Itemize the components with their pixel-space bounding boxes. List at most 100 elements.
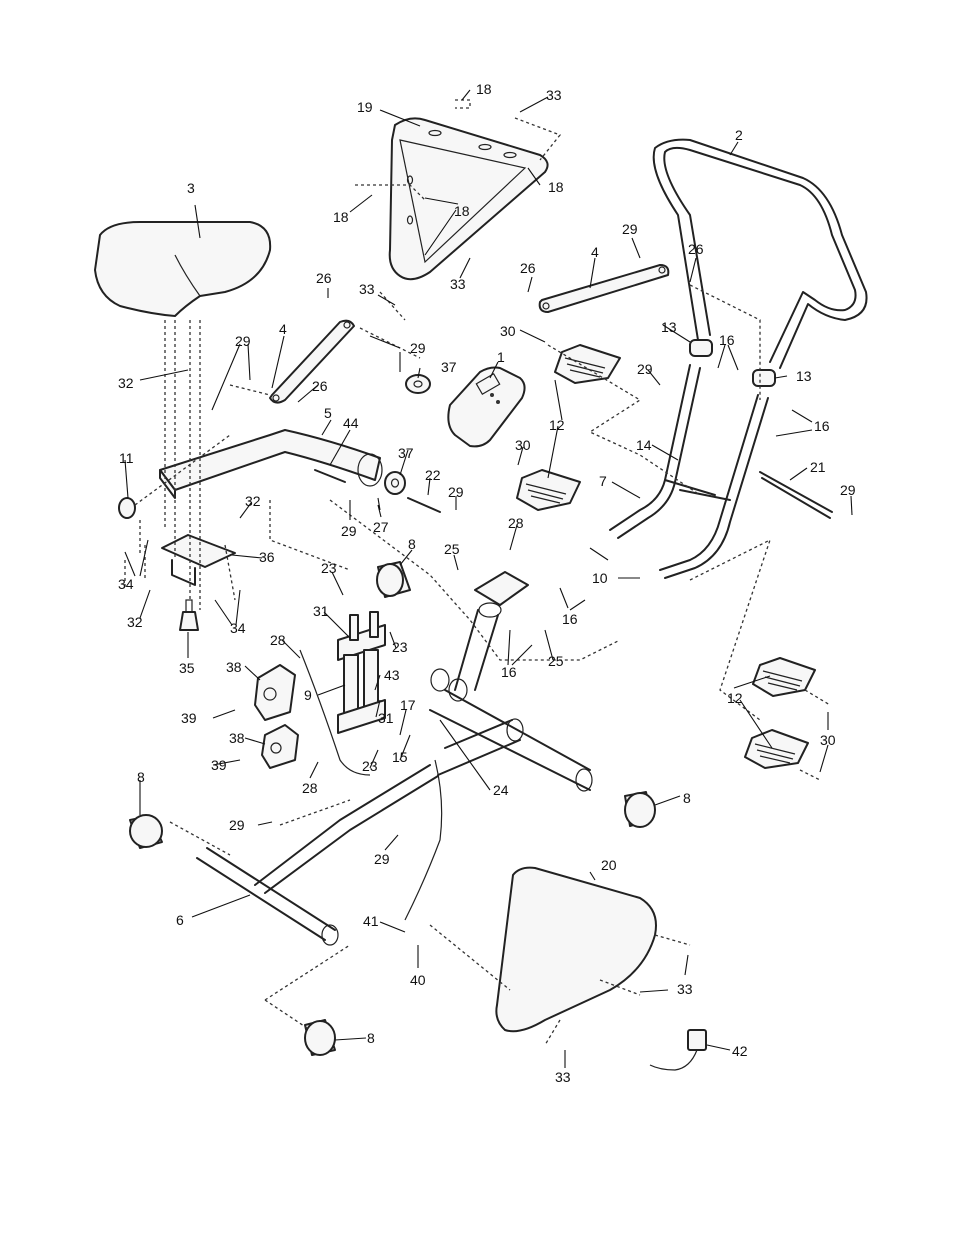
callout-12: 12: [727, 690, 743, 706]
callout-44: 44: [343, 415, 359, 431]
callout-29: 29: [229, 817, 245, 833]
callout-10: 10: [592, 570, 608, 586]
callout-42: 42: [732, 1043, 748, 1059]
callout-1: 1: [497, 349, 505, 365]
callout-8: 8: [137, 769, 145, 785]
callout-18: 18: [454, 203, 470, 219]
callout-28: 28: [302, 780, 318, 796]
callout-3: 3: [187, 180, 195, 196]
grip-right: [753, 370, 775, 386]
pivot-link-right: [540, 265, 669, 312]
callout-31: 31: [378, 710, 394, 726]
callout-20: 20: [601, 857, 617, 873]
callout-8: 8: [408, 536, 416, 552]
callout-27: 27: [373, 519, 389, 535]
callout-18: 18: [333, 209, 349, 225]
end-cap: [119, 498, 135, 518]
callout-32: 32: [118, 375, 134, 391]
callout-32: 32: [245, 493, 261, 509]
callout-29: 29: [637, 361, 653, 377]
callout-35: 35: [179, 660, 195, 676]
callout-34: 34: [118, 576, 134, 592]
callout-26: 26: [688, 241, 704, 257]
callout-14: 14: [636, 437, 652, 453]
callout-40: 40: [410, 972, 426, 988]
callout-8: 8: [683, 790, 691, 806]
motor-unit-lower: [262, 725, 298, 768]
grip-left: [690, 340, 712, 356]
callout-13: 13: [661, 319, 677, 335]
wheel-cap-bottom: [305, 1020, 335, 1055]
callout-6: 6: [176, 912, 184, 928]
callout-29: 29: [410, 340, 426, 356]
callout-32: 32: [127, 614, 143, 630]
wheel-cap-right: [625, 792, 655, 827]
callout-26: 26: [316, 270, 332, 286]
callout-30: 30: [820, 732, 836, 748]
axle-rod: [760, 472, 832, 518]
motor-unit-upper: [255, 665, 295, 720]
crank-arm-assembly: [610, 365, 768, 578]
callout-31: 31: [313, 603, 329, 619]
callout-11: 11: [119, 450, 134, 466]
callout-22: 22: [425, 467, 441, 483]
callout-16: 16: [501, 664, 517, 680]
callout-8: 8: [367, 1030, 375, 1046]
power-adapter: [650, 1030, 706, 1070]
callout-17: 17: [400, 697, 416, 713]
upright-tube: [431, 572, 528, 701]
callout-21: 21: [810, 459, 826, 475]
callout-26: 26: [312, 378, 328, 394]
callout-33: 33: [555, 1069, 571, 1085]
callout-25: 25: [548, 653, 564, 669]
callout-16: 16: [814, 418, 830, 434]
callout-39: 39: [211, 757, 227, 773]
pedal-top: [555, 345, 620, 383]
callout-33: 33: [677, 981, 693, 997]
callout-28: 28: [270, 632, 286, 648]
callout-34: 34: [230, 620, 246, 636]
callout-23: 23: [392, 639, 408, 655]
wheel-cap-left: [130, 815, 162, 848]
callout-2: 2: [735, 127, 743, 143]
callout-33: 33: [359, 281, 375, 297]
callout-29: 29: [341, 523, 357, 539]
seat-bracket: [162, 535, 235, 585]
callout-23: 23: [321, 560, 337, 576]
callout-4: 4: [279, 321, 287, 337]
callout-37: 37: [441, 359, 457, 375]
callout-30: 30: [500, 323, 516, 339]
bushing-lower: [385, 472, 405, 494]
callout-28: 28: [508, 515, 524, 531]
callout-19: 19: [357, 99, 373, 115]
callout-29: 29: [840, 482, 856, 498]
console: [448, 368, 524, 447]
rod: [315, 470, 345, 482]
callout-18: 18: [476, 81, 492, 97]
callout-12: 12: [549, 417, 565, 433]
callout-26: 26: [520, 260, 536, 276]
seat-cushion: [95, 222, 270, 316]
callout-37: 37: [398, 445, 414, 461]
callout-24: 24: [493, 782, 509, 798]
callout-18: 18: [548, 179, 564, 195]
callout-9: 9: [304, 687, 312, 703]
callout-41: 41: [363, 913, 379, 929]
callout-16: 16: [719, 332, 735, 348]
pedal-bottom-right: [745, 730, 808, 768]
callout-38: 38: [229, 730, 245, 746]
backrest-frame: [390, 118, 548, 279]
callout-43: 43: [384, 667, 400, 683]
callout-15: 15: [392, 749, 408, 765]
callout-38: 38: [226, 659, 242, 675]
callout-23: 23: [362, 758, 378, 774]
seat-post-frame: [160, 430, 382, 498]
callout-33: 33: [450, 276, 466, 292]
callout-29: 29: [374, 851, 390, 867]
callout-30: 30: [515, 437, 531, 453]
callout-16: 16: [562, 611, 578, 627]
callout-13: 13: [796, 368, 812, 384]
callout-25: 25: [444, 541, 460, 557]
callout-7: 7: [599, 473, 607, 489]
